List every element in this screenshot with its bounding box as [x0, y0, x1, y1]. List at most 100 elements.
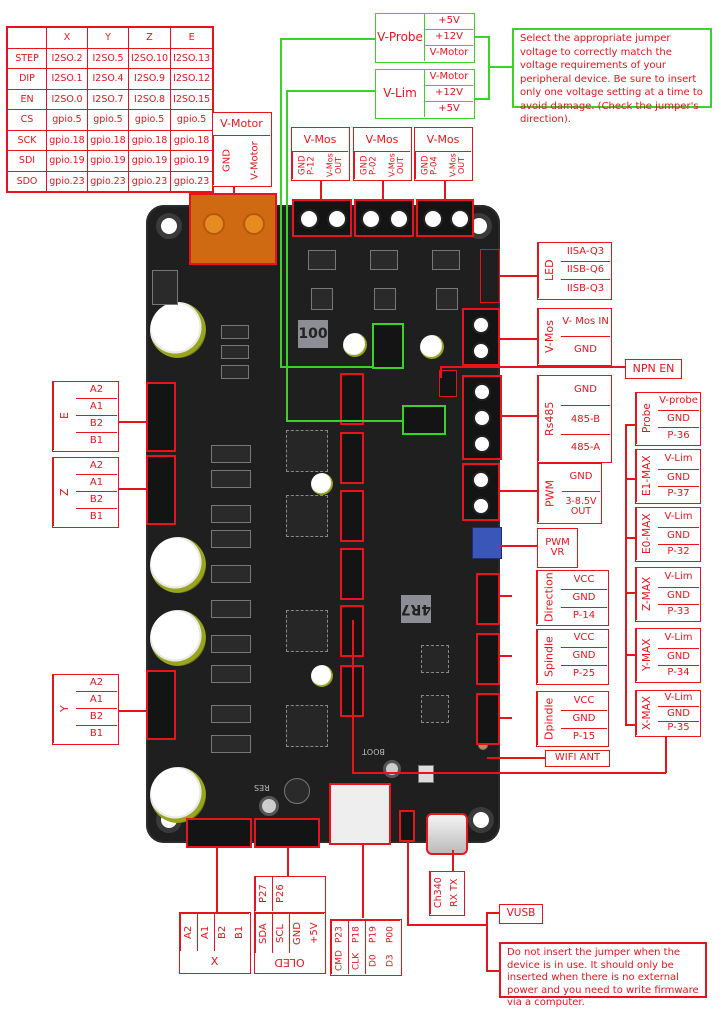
connector-line	[320, 180, 322, 200]
table-cell: I2SO.8	[127, 88, 172, 110]
reset-button[interactable]	[259, 796, 279, 816]
dpindle-pin: P-15	[572, 730, 596, 742]
motor-pin: A2	[76, 382, 117, 399]
table-header-cell: E	[170, 26, 214, 49]
connector-line	[362, 845, 364, 918]
sd-signal: CLK	[348, 948, 365, 974]
vmos-title: V-Mos	[354, 128, 410, 152]
inductor-4r7: 4R7	[401, 595, 431, 623]
vusb-jumper[interactable]	[399, 810, 415, 842]
capacitor	[150, 537, 206, 593]
npn-en-jumper[interactable]	[439, 370, 457, 397]
sd-card-slot[interactable]	[329, 783, 391, 845]
z-max-header	[340, 548, 364, 600]
capacitor	[150, 610, 206, 666]
table-cell: I2SO.10	[127, 47, 172, 69]
mosfet	[311, 288, 333, 310]
dpindle-header	[476, 693, 500, 745]
motor-label-box: Y A2 A1 B2 B1	[52, 674, 119, 745]
mosfet	[221, 325, 249, 339]
vlim-option: +12V	[425, 86, 473, 102]
motor-pin: B1	[89, 511, 104, 523]
row-label: CS	[6, 109, 47, 131]
screw-icon	[243, 213, 265, 235]
motor-x-title: X	[210, 954, 219, 968]
motor-title: Y	[53, 675, 76, 743]
chip	[421, 645, 449, 673]
endstop-pin: GND	[658, 649, 699, 666]
controller-board: 100 4R7	[146, 193, 502, 855]
stepper-driver-chip	[286, 610, 328, 652]
mosfet	[221, 365, 249, 379]
usb-c-port[interactable]	[426, 813, 468, 855]
mosfet	[211, 530, 251, 548]
connector-line	[625, 424, 637, 426]
vmotor-label-box: V-Motor GND V-Motor	[212, 112, 272, 187]
screw-icon	[472, 342, 490, 360]
table-cell: gpio.5	[127, 109, 172, 131]
connector-line	[500, 595, 512, 597]
sd-card-label-box: P23 P18 P19 P00 CMD CLK D0 D3	[330, 919, 402, 976]
endstop-title: X-MAX	[636, 691, 658, 735]
table-cell: gpio.19	[170, 150, 214, 172]
motor-pin: B2	[76, 492, 117, 509]
pwm-potentiometer[interactable]	[472, 527, 502, 559]
table-cell: I2SO.13	[170, 47, 214, 69]
screw-icon	[473, 435, 491, 453]
endstop-pin: GND	[658, 411, 699, 428]
pin-table-header: X Y Z E	[6, 26, 214, 49]
endstop-pin: GND	[658, 707, 699, 722]
table-cell: gpio.5	[46, 109, 88, 131]
oled-pin: SDA	[255, 913, 272, 953]
capacitor	[343, 333, 367, 357]
oled-pin: GND	[289, 913, 306, 953]
oled-top-pin: P26	[272, 877, 289, 911]
mosfet	[211, 565, 251, 583]
power-terminal	[189, 193, 277, 265]
dpindle-pin: GND	[561, 711, 607, 729]
reset-label: RES	[254, 783, 270, 792]
vprobe-jumper[interactable]	[372, 323, 404, 369]
spindle-label-box: Spindle VCC GND P-25	[536, 629, 609, 685]
vmos-output-box: V-Mos GND P-12 V-Mos OUT	[291, 127, 350, 181]
connector-line	[440, 366, 626, 368]
endstop-label-box: Probe V-probe GND P-36	[635, 392, 701, 446]
motor-pin: A1	[76, 475, 117, 492]
inductor-100: 100	[298, 320, 328, 348]
table-cell: I2SO.15	[170, 88, 214, 110]
vmos-in-pin: V- Mos IN	[561, 309, 610, 337]
table-cell: gpio.18	[46, 129, 88, 151]
spindle-pin: P-25	[572, 668, 596, 680]
connector-line	[665, 736, 667, 773]
vmos-pin: V-Mos OUT	[448, 153, 466, 178]
fuse	[152, 270, 178, 305]
vmos-terminal	[416, 199, 474, 237]
motor-pin: B2	[76, 416, 117, 433]
direction-label-box: Direction VCC GND P-14	[536, 570, 609, 626]
buzzer	[284, 778, 310, 804]
pwm-pin: 3-8.5V OUT	[565, 496, 597, 517]
connector-line	[474, 98, 490, 100]
screw-icon	[389, 209, 409, 229]
vlim-jumper[interactable]	[402, 405, 446, 435]
motor-label-box: Z A2 A1 B2 B1	[52, 457, 119, 528]
capacitor	[420, 335, 444, 359]
endstop-pin: GND	[658, 588, 699, 605]
boot-button[interactable]	[383, 760, 401, 778]
mosfet	[374, 288, 396, 310]
row-label: SCK	[6, 129, 47, 151]
vlim-option: V-Motor	[425, 70, 473, 86]
oled-label-box: SDA SCL GND +5V OLED	[254, 912, 326, 974]
vmos-title: V-Mos	[292, 128, 348, 152]
vmos-pin: V-Mos OUT	[325, 153, 343, 178]
capacitor	[311, 473, 333, 495]
connector-line	[280, 38, 282, 368]
screw-icon	[203, 213, 225, 235]
jumper-voltage-note: Select the appropriate jumper voltage to…	[512, 28, 712, 125]
e0-max-header	[340, 490, 364, 542]
rs485-pin: 485-A	[570, 441, 601, 453]
connector-line	[625, 537, 637, 539]
